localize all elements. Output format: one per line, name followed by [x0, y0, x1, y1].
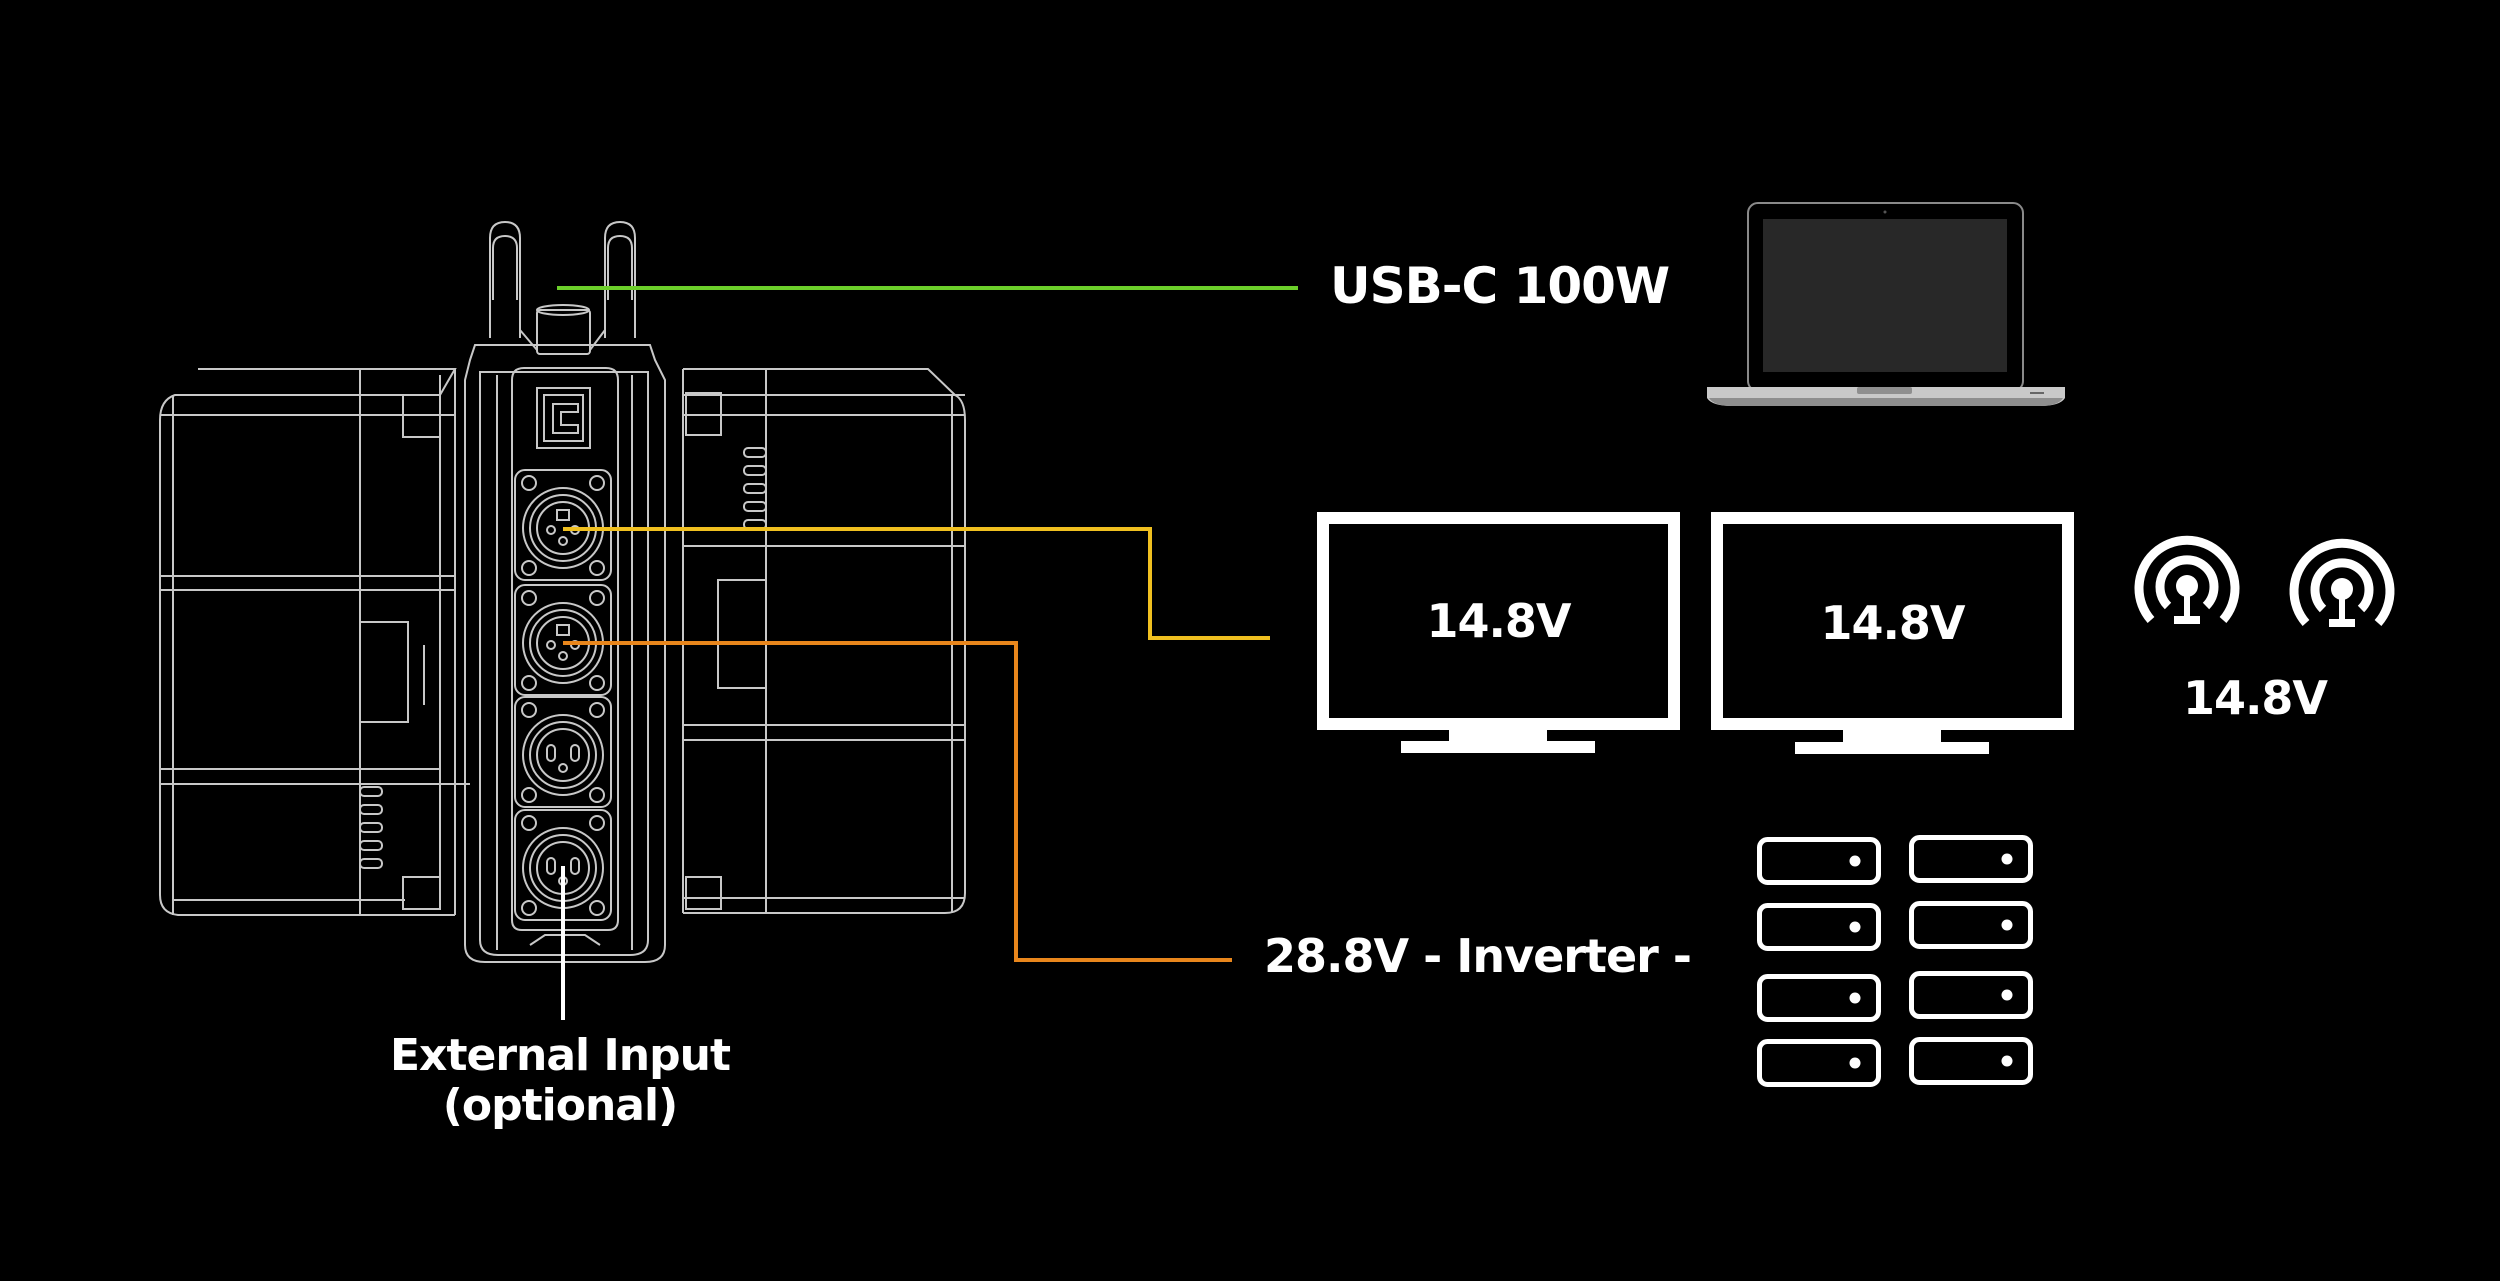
external-input-label: External Input [390, 1030, 731, 1081]
hard-drive-icon [1909, 971, 2033, 1019]
hard-drive-icon [1909, 1037, 2033, 1085]
hard-drive-icon [1757, 903, 1881, 951]
hard-drive-icon [1909, 835, 2033, 883]
wireless-transmitter-icon [2289, 538, 2395, 627]
usb-c-port [519, 304, 606, 355]
wireless-voltage: 14.8V [2182, 671, 2328, 725]
brand-logo [536, 387, 591, 449]
right-battery [682, 368, 966, 914]
monitor-2-voltage: 14.8V [1820, 596, 1965, 650]
usb-c-label: USB-C 100W [1330, 257, 1670, 315]
monitor-1-voltage: 14.8V [1426, 594, 1571, 648]
inverter-label: 28.8V - Inverter - [1264, 929, 1692, 983]
hard-drive-icon [1757, 974, 1881, 1022]
power-unit-wireframe [159, 220, 966, 963]
monitor-icon [1711, 512, 2074, 754]
xlr-port-3 [514, 696, 612, 808]
hard-drive-icon [1909, 901, 2033, 949]
laptop-screen [1763, 219, 2007, 372]
xlr-port-2 [514, 584, 612, 696]
left-battery-grip [359, 786, 383, 869]
monitor-icon [1317, 512, 1680, 753]
center-plate [464, 344, 666, 963]
antenna-left [489, 220, 521, 338]
left-battery [159, 368, 470, 916]
wireless-transmitter-icon [2134, 535, 2240, 624]
antenna-right [604, 220, 636, 338]
inverter-power-line [563, 641, 1232, 962]
external-input-optional-label: (optional) [442, 1080, 678, 1131]
monitor-power-line [563, 527, 1270, 640]
hard-drive-icon [1757, 1039, 1881, 1087]
hard-drive-icon [1757, 837, 1881, 885]
